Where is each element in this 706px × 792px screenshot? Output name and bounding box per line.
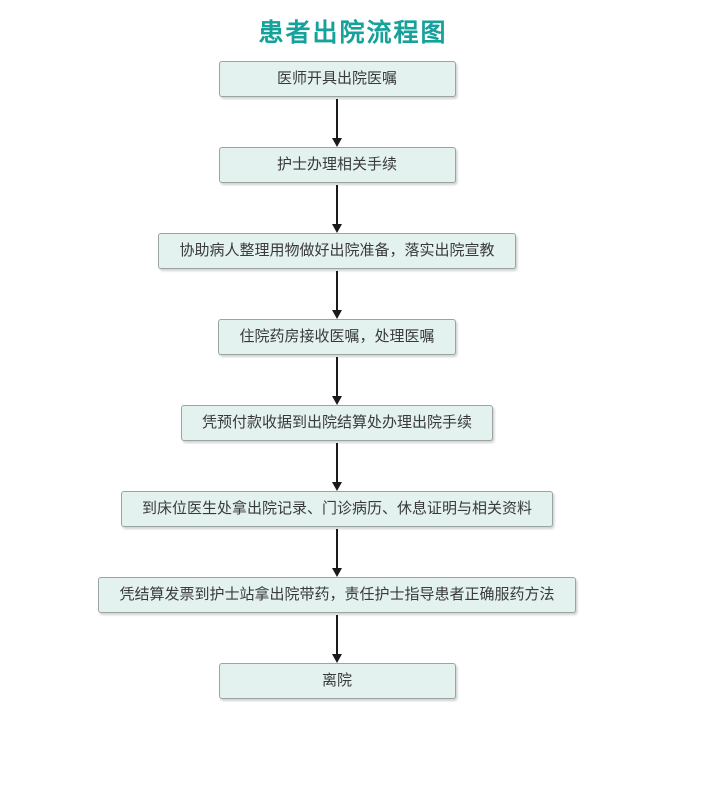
arrow-head	[332, 224, 342, 233]
flow-step-collect-documents: 到床位医生处拿出院记录、门诊病历、休息证明与相关资料	[120, 491, 553, 527]
arrow-head	[332, 396, 342, 405]
flow-step-settlement: 凭预付款收据到出院结算处办理出院手续	[180, 405, 493, 441]
arrow-shaft	[336, 185, 338, 225]
down-arrow-icon	[332, 97, 342, 147]
down-arrow-icon	[332, 355, 342, 405]
arrow-shaft	[336, 357, 338, 397]
arrow-shaft	[336, 443, 338, 483]
down-arrow-icon	[332, 527, 342, 577]
flow-step-doctor-order: 医师开具出院医嘱	[218, 61, 456, 97]
flow-step-collect-medication: 凭结算发票到护士站拿出院带药，责任护士指导患者正确服药方法	[98, 577, 576, 613]
arrow-head	[332, 654, 342, 663]
arrow-shaft	[336, 99, 338, 139]
arrow-head	[332, 138, 342, 147]
arrow-shaft	[336, 615, 338, 655]
arrow-shaft	[336, 529, 338, 569]
flow-step-pharmacy-orders: 住院药房接收医嘱，处理医嘱	[218, 319, 456, 355]
down-arrow-icon	[332, 269, 342, 319]
flow-step-prepare-education: 协助病人整理用物做好出院准备，落实出院宣教	[158, 233, 516, 269]
arrow-head	[332, 482, 342, 491]
down-arrow-icon	[332, 183, 342, 233]
down-arrow-icon	[332, 613, 342, 663]
flow-step-leave-hospital: 离院	[218, 663, 456, 699]
flow-step-nurse-procedures: 护士办理相关手续	[218, 147, 456, 183]
flowchart: 医师开具出院医嘱 护士办理相关手续 协助病人整理用物做好出院准备，落实出院宣教 …	[0, 61, 706, 699]
arrow-head	[332, 568, 342, 577]
arrow-head	[332, 310, 342, 319]
down-arrow-icon	[332, 441, 342, 491]
page-title: 患者出院流程图	[258, 19, 448, 47]
arrow-shaft	[336, 271, 338, 311]
